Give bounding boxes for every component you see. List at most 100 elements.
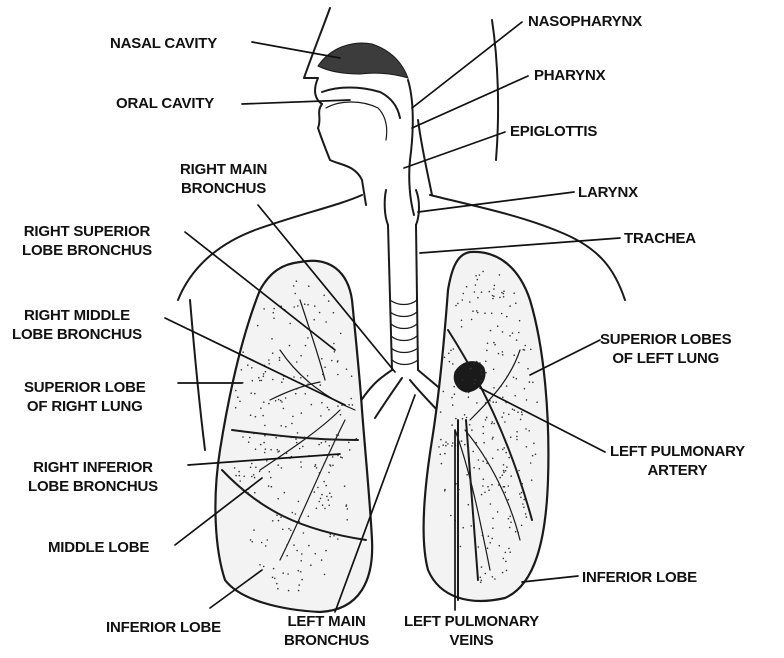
- stipple-dot: [278, 399, 280, 401]
- stipple-dot: [340, 414, 342, 416]
- stipple-dot: [296, 361, 298, 363]
- stipple-dot: [295, 513, 297, 515]
- stipple-dot: [506, 385, 508, 387]
- stipple-dot: [260, 444, 262, 446]
- stipple-dot: [251, 476, 253, 478]
- stipple-dot: [530, 462, 532, 464]
- stipple-dot: [521, 483, 523, 485]
- stipple-dot: [300, 377, 302, 379]
- stipple-dot: [288, 590, 290, 592]
- stipple-dot: [470, 525, 472, 527]
- stipple-dot: [242, 351, 244, 353]
- stipple-dot: [289, 323, 291, 325]
- stipple-dot: [253, 433, 255, 435]
- stipple-dot: [299, 448, 301, 450]
- stipple-dot: [453, 386, 455, 388]
- stipple-dot: [272, 520, 274, 522]
- stipple-dot: [448, 353, 450, 355]
- stipple-dot: [452, 442, 454, 444]
- stipple-dot: [509, 305, 511, 307]
- stipple-dot: [481, 580, 483, 582]
- stipple-dot: [307, 337, 309, 339]
- stipple-dot: [329, 445, 331, 447]
- stipple-dot: [482, 271, 484, 273]
- stipple-dot: [524, 345, 526, 347]
- stipple-dot: [489, 400, 491, 402]
- stipple-dot: [280, 400, 282, 402]
- stipple-dot: [518, 470, 520, 472]
- stipple-dot: [521, 411, 523, 413]
- stipple-dot: [460, 546, 462, 548]
- stipple-dot: [440, 439, 442, 441]
- stipple-dot: [235, 407, 237, 409]
- stipple-dot: [328, 499, 330, 501]
- stipple-dot: [484, 492, 486, 494]
- stipple-dot: [315, 553, 317, 555]
- stipple-dot: [321, 559, 323, 561]
- stipple-dot: [248, 441, 250, 443]
- stipple-dot: [469, 424, 471, 426]
- stipple-dot: [476, 402, 478, 404]
- stipple-dot: [349, 449, 351, 451]
- stipple-dot: [510, 521, 512, 523]
- stipple-dot: [283, 408, 285, 410]
- leader-epiglottis: [404, 132, 505, 168]
- stipple-dot: [461, 320, 463, 322]
- stipple-dot: [295, 393, 297, 395]
- stipple-dot: [492, 421, 494, 423]
- stipple-dot: [462, 418, 464, 420]
- stipple-dot: [471, 486, 473, 488]
- stipple-dot: [505, 552, 507, 554]
- stipple-dot: [298, 590, 300, 592]
- stipple-dot: [346, 368, 348, 370]
- stipple-dot: [242, 436, 244, 438]
- stipple-dot: [462, 299, 464, 301]
- stipple-dot: [466, 417, 468, 419]
- stipple-dot: [293, 285, 295, 287]
- stipple-dot: [255, 467, 257, 469]
- stipple-dot: [501, 313, 503, 315]
- stipple-dot: [297, 305, 299, 307]
- stipple-dot: [307, 375, 309, 377]
- stipple-dot: [237, 396, 239, 398]
- stipple-dot: [338, 434, 340, 436]
- stipple-dot: [529, 381, 531, 383]
- label-inferior-lobe-left: INFERIOR LOBE: [106, 618, 221, 637]
- stipple-dot: [317, 487, 319, 489]
- stipple-dot: [292, 416, 294, 418]
- stipple-dot: [322, 374, 324, 376]
- stipple-dot: [318, 501, 320, 503]
- stipple-dot: [464, 414, 466, 416]
- stipple-dot: [247, 364, 249, 366]
- leader-larynx: [418, 192, 574, 212]
- stipple-dot: [509, 527, 511, 529]
- stipple-dot: [444, 357, 446, 359]
- stipple-dot: [274, 578, 276, 580]
- stipple-dot: [513, 292, 515, 294]
- stipple-dot: [461, 326, 463, 328]
- stipple-dot: [296, 280, 298, 282]
- stipple-dot: [502, 354, 504, 356]
- stipple-dot: [501, 416, 503, 418]
- stipple-dot: [493, 288, 495, 290]
- stipple-dot: [255, 416, 257, 418]
- stipple-dot: [454, 393, 456, 395]
- stipple-dot: [468, 504, 470, 506]
- stipple-dot: [314, 466, 316, 468]
- stipple-dot: [531, 479, 533, 481]
- stipple-dot: [331, 438, 333, 440]
- stipple-dot: [536, 401, 538, 403]
- stipple-dot: [532, 382, 534, 384]
- stipple-dot: [478, 546, 480, 548]
- stipple-dot: [291, 423, 293, 425]
- stipple-dot: [479, 274, 481, 276]
- stipple-dot: [475, 275, 477, 277]
- stipple-dot: [477, 312, 479, 314]
- stipple-dot: [337, 405, 339, 407]
- stipple-dot: [516, 378, 518, 380]
- stipple-dot: [262, 415, 264, 417]
- stipple-dot: [499, 477, 501, 479]
- stipple-dot: [482, 426, 484, 428]
- stipple-dot: [301, 579, 303, 581]
- stipple-dot: [503, 293, 505, 295]
